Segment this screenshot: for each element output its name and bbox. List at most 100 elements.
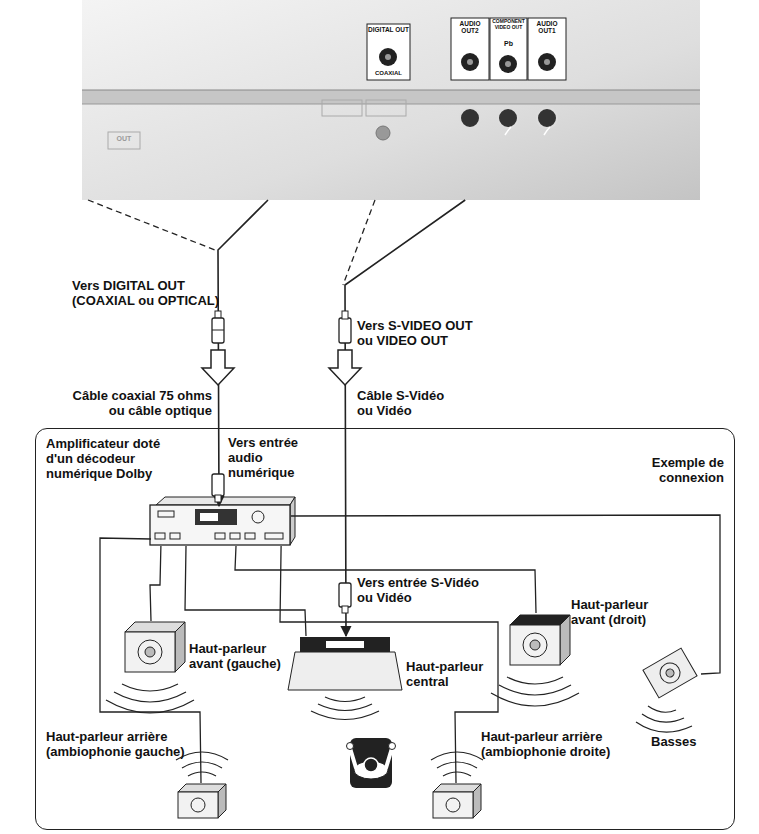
speaker-side — [175, 622, 185, 672]
speaker-front — [510, 625, 560, 665]
speaker-cone — [523, 633, 547, 657]
speaker-side — [218, 784, 226, 818]
panel-ridge — [82, 90, 700, 104]
amplifier-button — [245, 533, 255, 539]
amplifier-display — [195, 509, 237, 525]
amplifier-button — [155, 533, 165, 539]
amplifier-top — [156, 497, 295, 505]
plug-ring — [212, 330, 224, 331]
speaker-grille — [326, 641, 364, 648]
jack-frame — [490, 18, 527, 80]
speaker-cone — [665, 668, 676, 679]
speaker-side — [473, 784, 481, 818]
cable-plug — [212, 318, 224, 343]
alt-cable — [88, 200, 215, 250]
jack-pin — [505, 61, 511, 67]
speaker-cone — [191, 798, 205, 812]
amplifier-body — [150, 505, 290, 545]
cable-label: Câble coaxial 75 ohms ou câble optique — [62, 388, 212, 418]
listener-hand — [389, 743, 396, 750]
speaker-cone — [656, 659, 683, 686]
plug-tip — [342, 606, 348, 613]
jack-label: AUDIO OUT2 — [451, 20, 489, 34]
amplifier-node: Amplificateur doté d'un décodeur numériq… — [151, 506, 291, 546]
speaker-front — [178, 792, 218, 818]
sound-waves — [491, 677, 579, 706]
television — [288, 652, 402, 690]
listener-arms — [350, 748, 392, 768]
sound-waves — [431, 752, 483, 776]
jack-frame — [367, 24, 410, 80]
rca-jack — [460, 108, 480, 128]
amplifier-button — [158, 511, 174, 517]
cable-label: Câble S-Vidéo ou Vidéo — [357, 388, 452, 418]
display-segment — [200, 513, 218, 521]
speaker-cone — [446, 798, 460, 812]
ridge-line — [82, 104, 700, 105]
jack-frame — [528, 18, 566, 80]
listener-seat — [350, 738, 392, 788]
subwoofer-body — [643, 648, 697, 698]
speaker-cone — [530, 640, 540, 650]
cable-note: Vers entrée S-Vidéo ou Vidéo — [357, 575, 489, 605]
amplifier-side — [290, 497, 295, 545]
amplifier-button — [215, 533, 225, 539]
rear-panel — [82, 0, 700, 200]
speaker-label: Haut-parleur arrière (ambiophonie droite… — [481, 729, 641, 759]
jack-label: Pb — [490, 40, 527, 48]
rear-panel-node: OUTDIGITAL OUTCOAXIALAUDIO OUT2COMPONENT… — [82, 0, 700, 200]
optical-port — [376, 126, 390, 140]
frame-title: Exemple de connexion — [599, 455, 724, 485]
cable-note: Vers entrée audio numérique — [228, 435, 323, 480]
speaker-wire — [291, 515, 720, 674]
amplifier-button — [230, 533, 240, 539]
sound-waves — [106, 684, 194, 713]
speaker-node: Haut-parleur arrière (ambiophonie gauche… — [171, 783, 231, 821]
port-label: OUT — [108, 135, 140, 143]
direction-arrow — [329, 350, 361, 385]
cable-plug — [212, 474, 224, 496]
cable-plug — [339, 318, 351, 343]
speaker-node: Haut-parleur central — [291, 636, 401, 691]
rca-jack — [538, 53, 556, 71]
speaker-wire — [150, 546, 161, 621]
listener-hand — [347, 743, 354, 750]
amplifier-button — [170, 533, 180, 539]
speaker-node: Haut-parleur avant (gauche) — [121, 621, 181, 676]
jack-pin — [544, 59, 550, 65]
sound-waves — [636, 706, 692, 732]
speaker-wire — [280, 546, 498, 783]
coaxial-jack — [379, 48, 397, 66]
jack-pin — [467, 59, 473, 65]
subwoofer-node: Basses — [641, 649, 701, 699]
subwoofer — [643, 648, 697, 698]
speaker-label: Haut-parleur avant (droit) — [571, 597, 666, 627]
rca-jack — [461, 53, 479, 71]
amplifier-button — [265, 533, 283, 539]
speaker-label: Basses — [651, 734, 711, 749]
center-speaker — [300, 637, 390, 652]
speaker-node: Haut-parleur arrière (ambiophonie droite… — [426, 783, 486, 821]
faint-port — [108, 132, 140, 149]
speaker-front — [125, 632, 175, 672]
cable-note: Vers DIGITAL OUT (COAXIAL ou OPTICAL) — [72, 278, 237, 308]
amplifier-label: Amplificateur doté d'un décodeur numériq… — [46, 436, 172, 481]
plug-tip — [215, 495, 221, 502]
sound-waves — [311, 697, 379, 720]
jack-frame — [451, 18, 489, 80]
rca-jack — [499, 55, 517, 73]
rca-jack — [498, 108, 518, 128]
speaker-side — [560, 615, 570, 665]
example-frame: Exemple de connexionAmplificateur doté d… — [35, 428, 735, 830]
speaker-label: Haut-parleur arrière (ambiophonie gauche… — [46, 729, 196, 759]
cable-plug — [339, 583, 351, 607]
speaker-cone — [138, 640, 162, 664]
jack-label: AUDIO OUT1 — [528, 20, 566, 34]
speaker-label: Haut-parleur central — [406, 659, 496, 689]
jack-label: COMPONENT VIDEO OUT — [490, 19, 527, 30]
faint-port — [366, 100, 406, 116]
jack-pin — [385, 54, 391, 60]
speaker-label: Haut-parleur avant (gauche) — [189, 641, 289, 671]
direction-arrow — [202, 350, 234, 385]
